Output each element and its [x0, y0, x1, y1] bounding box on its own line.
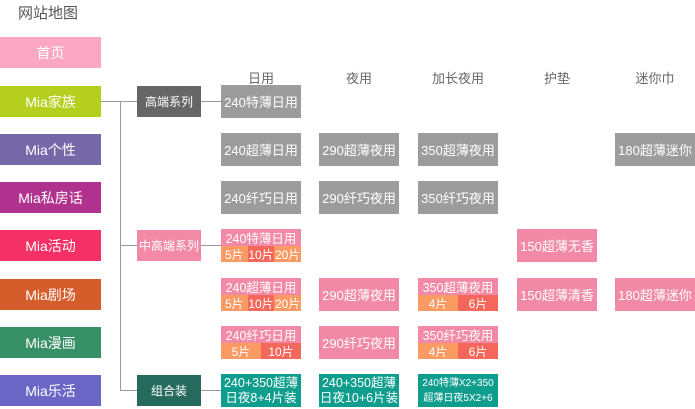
nav-mia-family[interactable]: Mia家族 — [0, 86, 101, 117]
product-350-slim-night[interactable]: 350纤巧夜用 — [418, 181, 498, 214]
pack-size-option[interactable]: 6片 — [458, 343, 498, 359]
pack-size-option[interactable]: 5片 — [221, 295, 248, 311]
nav-mia-lohas[interactable]: Mia乐活 — [0, 375, 101, 406]
nav-mia-private-talk[interactable]: Mia私房话 — [0, 182, 101, 213]
column-header-mini: 迷你巾 — [635, 71, 675, 86]
series-mid-high-end[interactable]: 中高端系列 — [137, 230, 201, 261]
connector-line — [120, 101, 137, 102]
product-240-ultra-thin-day[interactable]: 240特薄日用 — [221, 85, 301, 118]
product-290-super-thin-night-pink[interactable]: 290超薄夜用 — [319, 278, 399, 311]
pack-size-option[interactable]: 5片 — [221, 246, 248, 262]
column-header-night: 夜用 — [345, 71, 372, 86]
combo-line: 240+350超薄 — [321, 375, 396, 390]
product-240-slim-day[interactable]: 240纤巧日用 — [221, 181, 301, 214]
combo-pack-1[interactable]: 240+350超薄 日夜8+4片装 — [221, 374, 301, 407]
pack-size-option[interactable]: 4片 — [418, 295, 458, 311]
connector-line — [120, 245, 137, 246]
connector-line — [101, 101, 121, 102]
product-150-fresh-scent-liner[interactable]: 150超薄清香 — [517, 278, 597, 311]
column-header-liner: 护垫 — [543, 71, 570, 86]
product-290-slim-night[interactable]: 290纤巧夜用 — [319, 181, 399, 214]
product-350-slim-night-packs[interactable]: 350纤巧夜用 4片 6片 — [418, 326, 498, 359]
combo-line: 日夜10+6片装 — [319, 390, 399, 405]
combo-line: 240+350超薄 — [223, 375, 298, 390]
product-290-slim-night-pink[interactable]: 290纤巧夜用 — [319, 326, 399, 359]
pack-size-option[interactable]: 10片 — [261, 343, 301, 359]
pack-size-option[interactable]: 20片 — [274, 246, 302, 262]
product-350-super-thin-night[interactable]: 350超薄夜用 — [418, 133, 498, 166]
combo-line: 日夜8+4片装 — [225, 390, 297, 405]
combo-pack-2[interactable]: 240+350超薄 日夜10+6片装 — [319, 374, 399, 407]
pack-size-option[interactable]: 10片 — [247, 295, 275, 311]
nav-mia-events[interactable]: Mia活动 — [0, 230, 101, 261]
product-350-super-thin-night-packs[interactable]: 350超薄夜用 4片 6片 — [418, 278, 498, 311]
connector-line — [201, 390, 221, 391]
pack-size-option[interactable]: 4片 — [418, 343, 458, 359]
pack-size-option[interactable]: 6片 — [458, 295, 498, 311]
product-name: 240超薄日用 — [221, 278, 301, 295]
nav-home[interactable]: 首页 — [0, 37, 101, 68]
product-180-super-thin-mini[interactable]: 180超薄迷你 — [615, 133, 695, 166]
product-240-super-thin-day-packs[interactable]: 240超薄日用 5片 10片 20片 — [221, 278, 302, 311]
nav-mia-theater[interactable]: Mia剧场 — [0, 279, 101, 310]
connector-line — [201, 245, 221, 246]
pack-size-option[interactable]: 20片 — [274, 295, 302, 311]
page-title: 网站地图 — [18, 5, 79, 22]
product-290-super-thin-night[interactable]: 290超薄夜用 — [319, 133, 399, 166]
pack-size-option[interactable]: 10片 — [247, 246, 275, 262]
pack-size-option[interactable]: 5片 — [221, 343, 261, 359]
connector-line — [120, 390, 137, 391]
product-240-slim-day-packs[interactable]: 240纤巧日用 5片 10片 — [221, 326, 301, 359]
series-combo-pack[interactable]: 组合装 — [137, 375, 201, 406]
product-240-ultra-thin-day-packs[interactable]: 240特薄日用 5片 10片 20片 — [221, 229, 302, 262]
combo-line: 超薄日夜5X2+6 — [423, 392, 493, 404]
product-240-super-thin-day[interactable]: 240超薄日用 — [221, 133, 301, 166]
product-name: 350纤巧夜用 — [418, 326, 498, 343]
connector-line — [201, 101, 221, 102]
product-name: 240特薄日用 — [221, 229, 301, 246]
column-header-long-night: 加长夜用 — [431, 71, 484, 86]
nav-mia-personality[interactable]: Mia个性 — [0, 134, 101, 165]
product-150-unscented-liner[interactable]: 150超薄无香 — [517, 229, 597, 262]
combo-line: 240特薄X2+350 — [422, 377, 494, 389]
connector-line — [120, 101, 121, 391]
column-header-day: 日用 — [247, 71, 274, 86]
product-name: 240纤巧日用 — [221, 326, 301, 343]
series-high-end[interactable]: 高端系列 — [137, 86, 201, 117]
product-name: 350超薄夜用 — [418, 278, 498, 295]
product-180-super-thin-mini-pink[interactable]: 180超薄迷你 — [615, 278, 695, 311]
combo-pack-3[interactable]: 240特薄X2+350 超薄日夜5X2+6 — [418, 374, 498, 407]
nav-mia-comics[interactable]: Mia漫画 — [0, 327, 101, 358]
